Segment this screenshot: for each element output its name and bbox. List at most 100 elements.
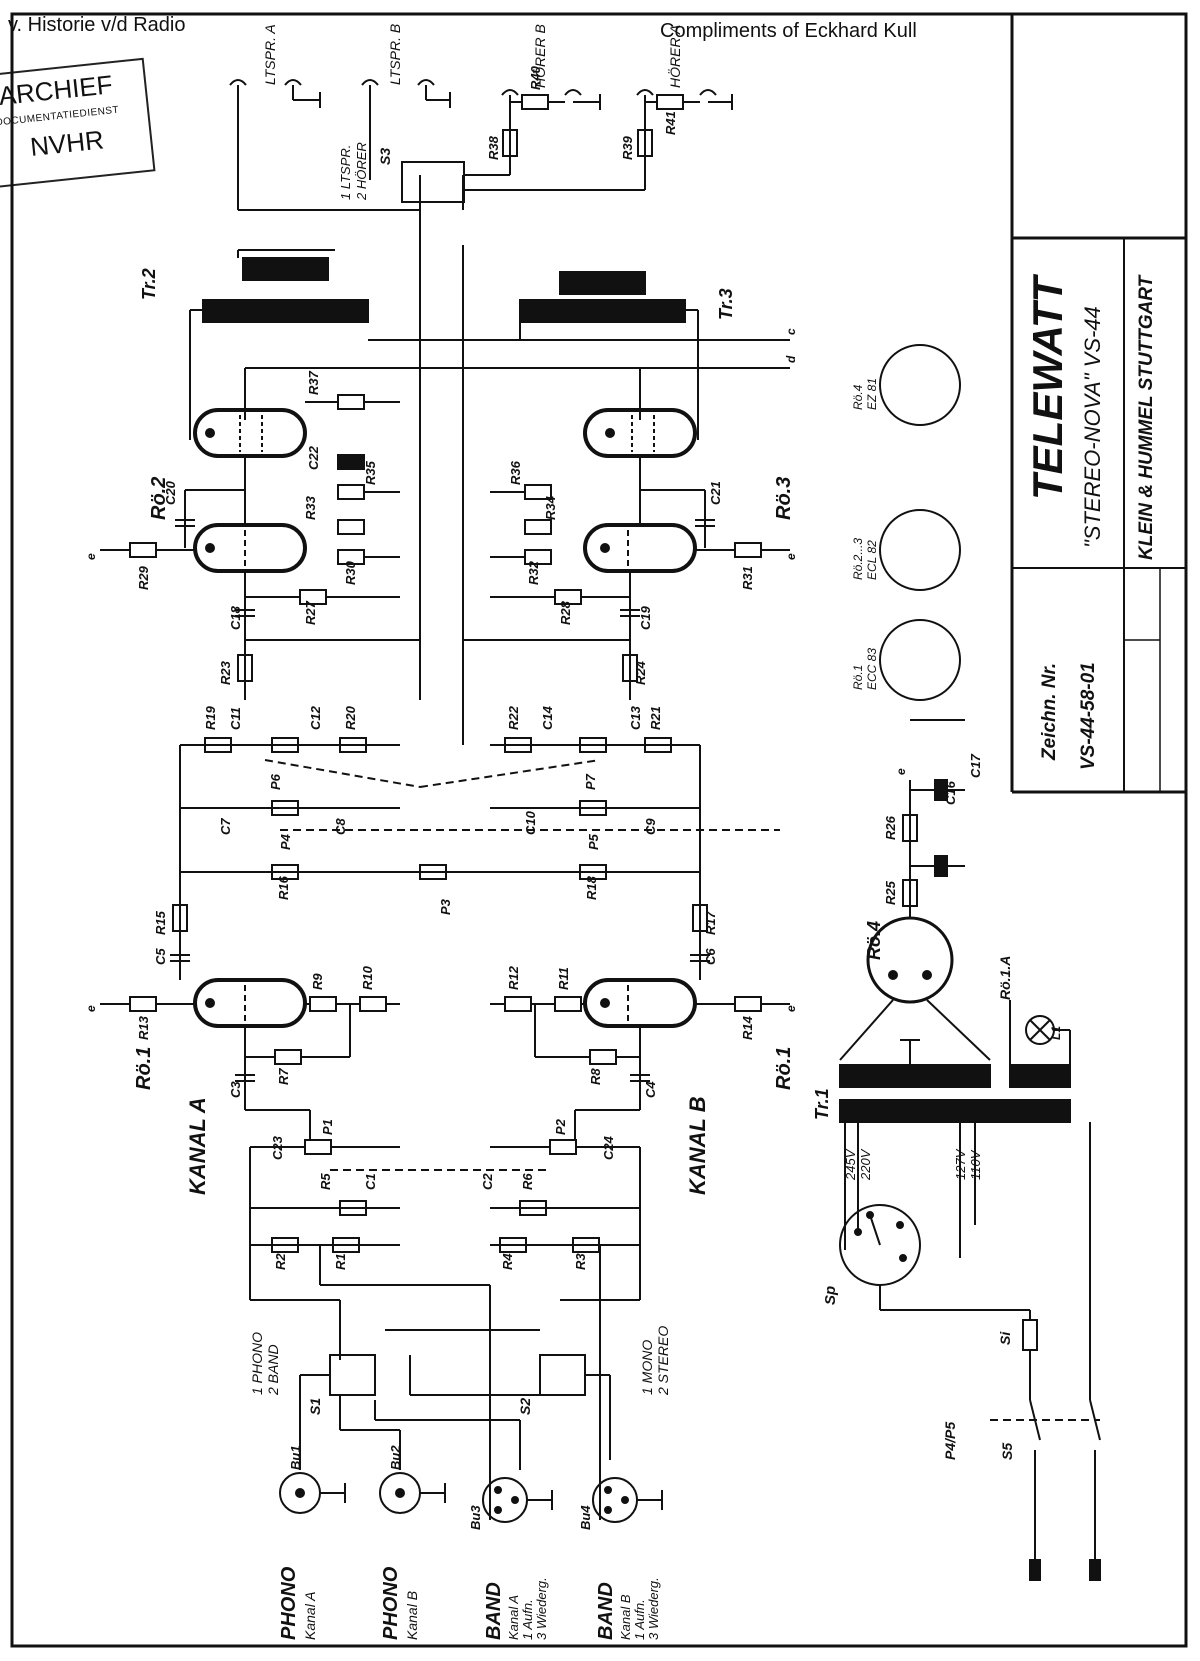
ref-c20: C20 — [163, 480, 178, 505]
tr1-secondary — [839, 1064, 991, 1088]
ref-r2: R2 — [273, 1253, 288, 1270]
ref-c12: C12 — [308, 705, 323, 730]
label-tap-220: 220V — [858, 1148, 873, 1181]
label-jack-bu1: Bu1 — [288, 1445, 303, 1470]
output-hoerer-a: HÖRER A — [666, 25, 683, 88]
tr2-core — [242, 257, 329, 281]
resistor-R10 — [359, 996, 387, 1012]
resistor-R20 — [339, 737, 367, 753]
node-c-0: c — [784, 328, 798, 335]
label-input-band-b-sub3: 3 Wiederg. — [646, 1577, 661, 1640]
output-ltspr-b: LTSPR. B — [387, 24, 403, 85]
label-p4p5: P4/P5 — [942, 1422, 958, 1460]
ref-c23: C23 — [270, 1135, 285, 1160]
label-jack-bu4: Bu4 — [578, 1505, 593, 1530]
ref-c7: C7 — [218, 818, 233, 835]
sheet-border — [10, 12, 1188, 1648]
output-tubes — [100, 394, 790, 605]
label-input-band-a: BAND — [483, 1582, 505, 1640]
resistor-R33 — [337, 519, 365, 535]
label-tap-127: 127V — [953, 1148, 968, 1180]
label-tr3: Tr.3 — [716, 288, 736, 320]
ref-p3: P3 — [438, 898, 453, 915]
label-tube-Ro1-a: Rö.1 — [133, 1047, 155, 1090]
label-jack-bu2: Bu2 — [388, 1445, 403, 1470]
tr2-winding — [202, 299, 369, 323]
output-transformers — [189, 249, 790, 440]
resistor-R17 — [692, 904, 708, 932]
resistor-R11 — [554, 996, 582, 1012]
ref-r38: R38 — [486, 135, 501, 160]
label-kanal-a: KANAL A — [185, 1097, 210, 1195]
ref-c17: C17 — [968, 753, 983, 778]
label-input-band-b-sub: Kanal B — [618, 1594, 633, 1640]
resistor-R19 — [204, 737, 232, 753]
resistor-R5 — [339, 1200, 367, 1216]
label-input-band-a-sub: Kanal A — [506, 1595, 521, 1640]
node-e-1: e — [784, 553, 798, 560]
ref-r7: R7 — [276, 1068, 291, 1085]
resistor-R39 — [637, 129, 653, 157]
drawing-label: Zeichn. Nr. — [1039, 663, 1060, 761]
ref-p6: P6 — [268, 773, 283, 790]
ref-r31: R31 — [740, 566, 755, 590]
ref-p2: P2 — [553, 1118, 568, 1135]
resistor-R12 — [504, 996, 532, 1012]
label-input-phono-b: PHONO — [380, 1566, 402, 1640]
resistor-R14 — [734, 996, 762, 1012]
ref-r30: R30 — [343, 560, 358, 585]
label-s2-note-1: 1 MONO — [639, 1340, 655, 1395]
label-sp: Sp — [822, 1286, 839, 1305]
tone-section — [170, 571, 780, 980]
label-s1-note-2: 2 BAND — [265, 1344, 281, 1396]
resistor-R35 — [337, 484, 365, 500]
resistor-R40 — [521, 94, 549, 110]
resistor-R4 — [499, 1237, 527, 1253]
resistor-R24 — [622, 654, 638, 682]
node-e-3: e — [784, 1005, 798, 1012]
ref-c22: C22 — [306, 445, 321, 470]
label-kanal-b: KANAL B — [685, 1096, 710, 1195]
tr3-winding — [519, 299, 686, 323]
label-input-band-a-sub3: 3 Wiederg. — [534, 1577, 549, 1640]
label-input-phono-b-sub: Kanal B — [404, 1591, 420, 1640]
label-fuse: Si — [997, 1331, 1013, 1345]
label-s1: S1 — [307, 1398, 323, 1415]
ref-r23: R23 — [218, 660, 233, 685]
node-e-0: e — [84, 553, 98, 560]
ref-r9: R9 — [310, 973, 325, 990]
tr1-primary — [839, 1099, 1071, 1123]
resistor-R16 — [271, 864, 299, 880]
label-tube-Ro3: Rö.3 — [773, 477, 795, 520]
ref-r33: R33 — [303, 495, 318, 520]
ref-r10: R10 — [360, 965, 375, 990]
label-input-band-b-sub2: 1 Aufn. — [632, 1599, 647, 1640]
ref-r25: R25 — [883, 880, 898, 905]
tube-Ro2-triode — [193, 523, 307, 573]
resistor-R15 — [172, 904, 188, 932]
label-pinout-ro23: Rö.2...3 — [851, 538, 865, 580]
label-pinout-ez81: EZ 81 — [865, 378, 879, 410]
resistor-R38 — [502, 129, 518, 157]
ref-r19: R19 — [203, 705, 218, 730]
switch-S1 — [329, 1354, 376, 1396]
brand-name: TELEWATT — [1024, 273, 1071, 500]
ref-r26: R26 — [883, 815, 898, 840]
label-s2: S2 — [517, 1398, 533, 1415]
label-tube-Ro1A: Rö.1.A — [997, 956, 1013, 1000]
resistor-R23 — [237, 654, 253, 682]
company-name: KLEIN & HUMMEL STUTTGART — [1136, 274, 1157, 560]
switch-S2 — [539, 1354, 586, 1396]
ref-r12: R12 — [506, 965, 521, 990]
label-tap-245: 245V — [843, 1148, 858, 1181]
resistor-R13 — [129, 996, 157, 1012]
ref-r27: R27 — [303, 600, 318, 625]
label-input-band-a-sub2: 1 Aufn. — [520, 1599, 535, 1640]
resistor-R22 — [504, 737, 532, 753]
ref-r13: R13 — [136, 1015, 151, 1040]
resistor-R31 — [734, 542, 762, 558]
ref-c8: C8 — [333, 818, 348, 835]
ref-r22: R22 — [506, 705, 521, 730]
